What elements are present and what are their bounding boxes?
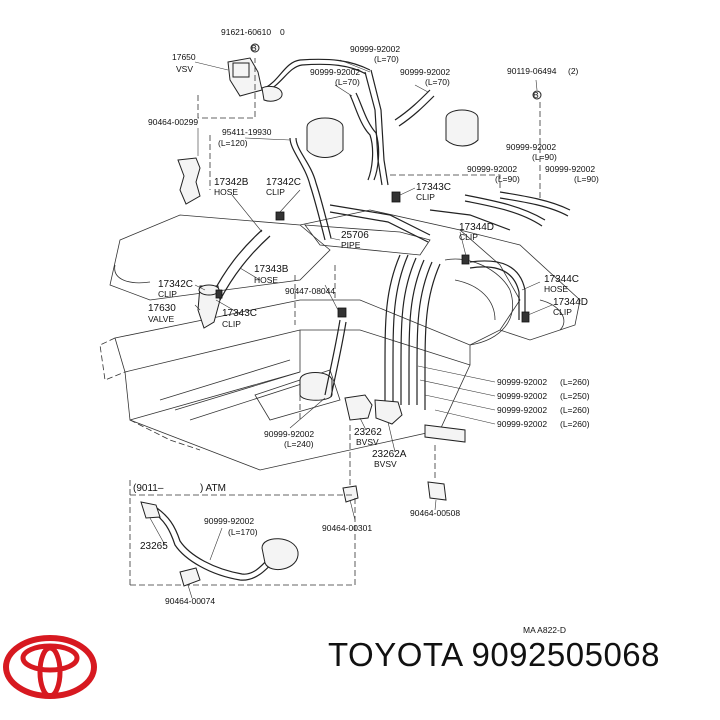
label-l260-a: (L=260) <box>560 377 590 387</box>
label-17342c-top: 17342C <box>266 177 301 188</box>
label-qty-2: (2) <box>568 66 579 76</box>
atm-inset <box>140 501 299 587</box>
label-17344d-top: 17344D <box>459 222 494 233</box>
label-clip-3: CLIP <box>459 232 478 242</box>
label-23262a: 23262A <box>372 449 407 460</box>
label-l70-c: (L=70) <box>425 77 450 87</box>
label-90999-e: 90999-92002 <box>467 164 517 174</box>
label-90999-c: 90999-92002 <box>400 67 450 77</box>
label-17343c-top: 17343C <box>416 182 451 193</box>
label-90999-i: 90999-92002 <box>497 405 547 415</box>
label-17344d-right: 17344D <box>553 297 588 308</box>
label-17650: 17650 <box>172 52 196 62</box>
label-clip-4: CLIP <box>553 307 572 317</box>
label-17343b: 17343B <box>254 264 289 275</box>
label-hose-2: HOSE <box>254 275 278 285</box>
reference-dashes <box>129 58 541 586</box>
label-90999-a: 90999-92002 <box>350 44 400 54</box>
label-bvsv-2: BVSV <box>374 459 397 469</box>
part-labels: 91621-60610 0 17650 VSV 90999-92002 (L=7… <box>133 27 599 635</box>
brand-part-number: TOYOTA 9092505068 <box>328 636 661 673</box>
toyota-logo-icon <box>3 635 97 699</box>
label-95411-19930: 95411-19930 <box>222 127 272 137</box>
label-17342b: 17342B <box>214 177 249 188</box>
svg-text:B: B <box>251 43 257 53</box>
label-90447-08044: 90447-08044 <box>285 286 335 296</box>
label-90999-j: 90999-92002 <box>497 419 547 429</box>
label-hose-3: HOSE <box>544 284 568 294</box>
label-90999-d: 90999-92002 <box>506 142 556 152</box>
engine-body-outline <box>99 109 581 471</box>
label-90464-00299: 90464-00299 <box>148 117 198 127</box>
label-l90-a: (L=90) <box>532 152 557 162</box>
label-l170: (L=170) <box>228 527 258 537</box>
label-l240: (L=240) <box>284 439 314 449</box>
label-90999-h: 90999-92002 <box>497 391 547 401</box>
component-parts: B B <box>177 43 542 503</box>
label-90999-g: 90999-92002 <box>497 377 547 387</box>
label-23262: 23262 <box>354 427 382 438</box>
label-pipe: PIPE <box>341 240 361 250</box>
label-90464-00301: 90464-00301 <box>322 523 372 533</box>
label-25706: 25706 <box>341 230 369 241</box>
hose-network <box>211 58 571 410</box>
diagram-code: MA A822-D <box>523 625 566 635</box>
label-clip-6: CLIP <box>222 319 241 329</box>
label-valve: VALVE <box>148 314 174 324</box>
label-clip-2: CLIP <box>416 192 435 202</box>
label-clip-5: CLIP <box>158 289 177 299</box>
label-vsv: VSV <box>176 64 193 74</box>
label-l250: (L=250) <box>560 391 590 401</box>
label-91621-60610: 91621-60610 <box>221 27 271 37</box>
label-90119-06494: 90119-06494 <box>507 66 557 76</box>
label-atm: ) ATM <box>200 483 226 494</box>
label-l90-b: (L=90) <box>495 174 520 184</box>
label-l70-b: (L=70) <box>335 77 360 87</box>
label-l70-a: (L=70) <box>374 54 399 64</box>
label-0: 0 <box>280 27 285 37</box>
label-90464-00508: 90464-00508 <box>410 508 460 518</box>
label-17344c: 17344C <box>544 274 579 285</box>
label-9011: (9011– <box>133 483 164 494</box>
label-90999-k: 90999-92002 <box>264 429 314 439</box>
label-23265: 23265 <box>140 541 168 552</box>
label-l120: (L=120) <box>218 138 248 148</box>
label-17342c-left: 17342C <box>158 279 193 290</box>
label-l90-c: (L=90) <box>574 174 599 184</box>
label-hose-1: HOSE <box>214 187 238 197</box>
label-l260-b: (L=260) <box>560 405 590 415</box>
label-bvsv-1: BVSV <box>356 437 379 447</box>
label-90999-f: 90999-92002 <box>545 164 595 174</box>
leader-lines <box>149 59 553 599</box>
label-17343c-bottom: 17343C <box>222 308 257 319</box>
label-90999-l: 90999-92002 <box>204 516 254 526</box>
label-l260-c: (L=260) <box>560 419 590 429</box>
label-17630: 17630 <box>148 303 176 314</box>
svg-text:B: B <box>533 90 539 100</box>
label-clip-1: CLIP <box>266 187 285 197</box>
label-90999-b: 90999-92002 <box>310 67 360 77</box>
label-90464-00074: 90464-00074 <box>165 596 215 606</box>
